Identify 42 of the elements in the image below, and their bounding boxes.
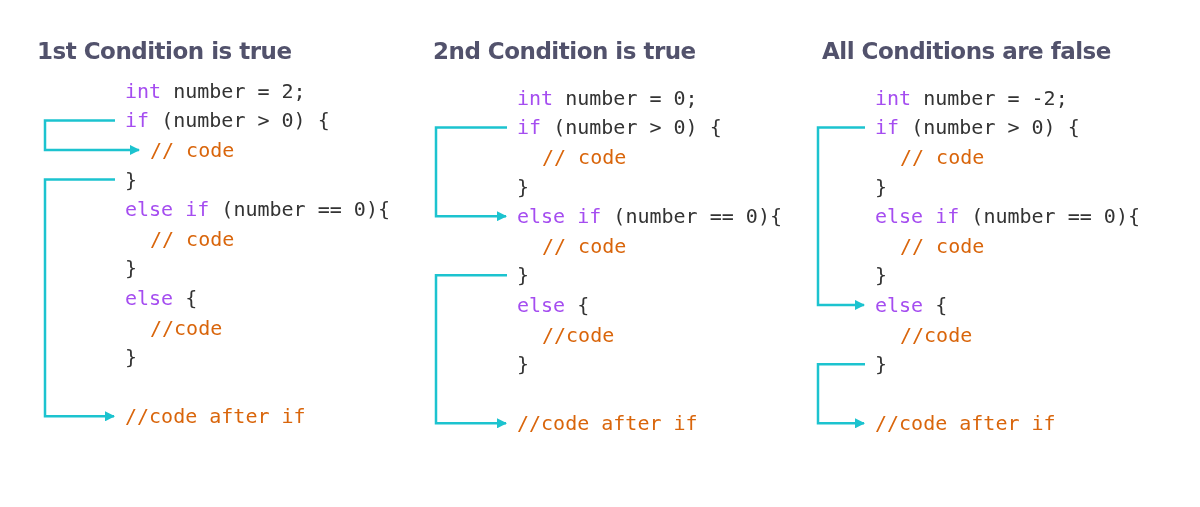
panel-title: All Conditions are false: [822, 37, 1111, 66]
panel-title: 2nd Condition is true: [433, 37, 696, 66]
code-line: else {: [865, 291, 948, 318]
code-line: else {: [124, 284, 198, 311]
code-line: else if (number == 0){: [507, 203, 782, 230]
code-line: // code: [899, 144, 985, 170]
code-line: //code after if: [507, 410, 698, 437]
connector-arrow: [816, 126, 865, 310]
connector-arrow: [43, 119, 140, 155]
code-line: else if (number == 0){: [124, 196, 390, 223]
code-line: }: [865, 351, 888, 378]
code-line: }: [516, 173, 530, 200]
connector-arrow: [434, 126, 507, 222]
panel-title: 1st Condition is true: [37, 37, 292, 66]
code-line: // code: [541, 144, 627, 170]
code-line: }: [124, 344, 138, 371]
connector-arrow: [434, 274, 507, 429]
code-line: //code: [899, 321, 973, 348]
code-line: int number = 2;: [124, 77, 306, 104]
code-line: }: [874, 173, 888, 200]
connector-arrow: [816, 362, 865, 429]
code-line: // code: [149, 225, 235, 252]
code-line: //code after if: [865, 410, 1056, 437]
code-line: }: [874, 262, 888, 289]
code-line: if (number > 0) {: [507, 114, 722, 141]
code-line: // code: [541, 232, 627, 259]
code-line: //code: [541, 321, 615, 348]
code-line: }: [124, 255, 138, 282]
code-line: //code after if: [115, 403, 306, 430]
code-line: if (number > 0) {: [115, 107, 330, 134]
code-line: int number = 0;: [516, 84, 698, 111]
code-line: }: [115, 166, 138, 193]
code-line: }: [516, 351, 530, 378]
code-line: //code: [149, 314, 223, 341]
code-line: int number = -2;: [874, 84, 1068, 111]
connector-arrow: [43, 178, 115, 422]
code-line: // code: [899, 232, 985, 259]
code-line: if (number > 0) {: [865, 114, 1080, 141]
code-line: else {: [516, 291, 590, 318]
code-line: // code: [140, 137, 235, 163]
code-line: else if (number == 0){: [874, 203, 1140, 230]
code-line: }: [507, 262, 530, 289]
